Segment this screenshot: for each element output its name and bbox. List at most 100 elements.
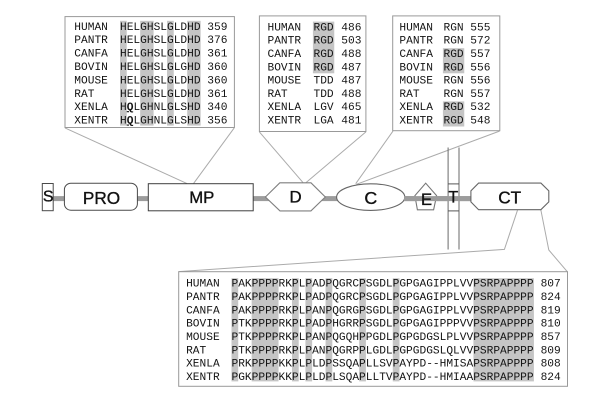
svg-text:XENLA: XENLA (74, 102, 108, 114)
svg-text:T: T (448, 188, 458, 206)
svg-text:MOUSE: MOUSE (74, 75, 108, 87)
svg-text:BOVIN: BOVIN (186, 319, 220, 331)
svg-text:PGKPPPPKKPLPLDPLSQAPLLTVPAYPD-: PGKPPPPKKPLPLDPLSQAPLLTVPAYPD--HMIAAPSRP… (232, 372, 534, 384)
svg-text:XENLA: XENLA (268, 102, 302, 114)
svg-text:487: 487 (341, 62, 361, 74)
svg-text:CANFA: CANFA (268, 49, 302, 61)
svg-text:819: 819 (541, 305, 561, 317)
svg-text:356: 356 (207, 116, 227, 128)
svg-text:TDD: TDD (314, 89, 334, 101)
svg-text:824: 824 (541, 372, 561, 384)
svg-text:810: 810 (541, 319, 561, 331)
svg-text:807: 807 (541, 279, 561, 291)
svg-text:465: 465 (341, 102, 361, 114)
svg-text:BOVIN: BOVIN (74, 62, 108, 74)
svg-text:340: 340 (207, 102, 227, 114)
svg-text:HELGHSLGLDHD: HELGHSLGLDHD (120, 75, 201, 87)
svg-text:RAT: RAT (268, 89, 288, 101)
svg-text:824: 824 (541, 292, 561, 304)
svg-text:PTKPPPPRKPLPANPQGRPPLGDLPGPGDG: PTKPPPPRKPLPANPQGRPPLGDLPGPGDGSLQLVVPSRP… (232, 345, 534, 357)
svg-text:557: 557 (470, 89, 490, 101)
svg-text:376: 376 (207, 35, 227, 47)
svg-text:RGN: RGN (444, 89, 464, 101)
svg-text:HUMAN: HUMAN (74, 22, 108, 34)
svg-text:RGN: RGN (444, 36, 464, 48)
svg-text:XENTR: XENTR (268, 116, 302, 128)
svg-text:RAT: RAT (399, 89, 419, 101)
svg-text:360: 360 (207, 75, 227, 87)
svg-text:PAKPPPPRKPLPADPQGRCPSGDLPGPGAG: PAKPPPPRKPLPADPQGRCPSGDLPGPGAGIPPLVVPSRP… (232, 279, 534, 291)
svg-text:487: 487 (341, 76, 361, 88)
svg-text:555: 555 (470, 22, 490, 34)
svg-text:LGV: LGV (314, 102, 334, 114)
svg-text:RGD: RGD (444, 116, 464, 128)
svg-text:PANTR: PANTR (399, 36, 433, 48)
svg-text:361: 361 (207, 89, 227, 101)
svg-text:548: 548 (470, 116, 490, 128)
svg-text:RGD: RGD (444, 49, 464, 61)
svg-text:PRO: PRO (83, 188, 120, 208)
svg-text:557: 557 (470, 49, 490, 61)
svg-text:RGD: RGD (314, 49, 334, 61)
svg-text:PANTR: PANTR (186, 292, 220, 304)
svg-text:PTKPPPPRKPLPANPQGQHPPGDLPGPGDG: PTKPPPPRKPLPANPQGQHPPGDLPGPGDGSLPLVVPSRP… (232, 332, 534, 344)
svg-text:HELGHSLGLDHD: HELGHSLGLDHD (120, 89, 201, 101)
svg-text:532: 532 (470, 102, 490, 114)
svg-text:488: 488 (341, 89, 361, 101)
svg-text:MOUSE: MOUSE (399, 76, 433, 88)
svg-text:RAT: RAT (74, 89, 94, 101)
svg-text:488: 488 (341, 49, 361, 61)
svg-text:CANFA: CANFA (74, 49, 108, 61)
svg-text:PRKPPPPKKPLPLDPSSQAPLLSVPAYPD-: PRKPPPPKKPLPLDPSSQAPLLSVPAYPD--HMISAPSRP… (232, 359, 534, 371)
svg-text:XENLA: XENLA (399, 102, 433, 114)
svg-text:TDD: TDD (314, 76, 334, 88)
svg-text:556: 556 (470, 76, 490, 88)
svg-text:361: 361 (207, 49, 227, 61)
svg-text:359: 359 (207, 22, 227, 34)
svg-text:MP: MP (189, 188, 214, 207)
svg-text:503: 503 (341, 36, 361, 48)
svg-text:MOUSE: MOUSE (268, 76, 302, 88)
svg-text:486: 486 (341, 22, 361, 34)
svg-text:C: C (364, 188, 377, 208)
svg-text:HUMAN: HUMAN (268, 22, 302, 34)
svg-text:HQLGHNLGLSHD: HQLGHNLGLSHD (120, 116, 201, 128)
svg-text:CT: CT (498, 187, 521, 207)
svg-text:HUMAN: HUMAN (399, 22, 433, 34)
svg-text:RGD: RGD (314, 62, 334, 74)
svg-text:RGD: RGD (444, 62, 464, 74)
svg-text:PANTR: PANTR (74, 35, 108, 47)
svg-text:LGA: LGA (314, 116, 334, 128)
svg-text:CANFA: CANFA (399, 49, 433, 61)
svg-text:572: 572 (470, 36, 490, 48)
svg-text:HELGHSLGLGHD: HELGHSLGLGHD (120, 62, 201, 74)
svg-text:809: 809 (541, 345, 561, 357)
svg-text:RGD: RGD (314, 22, 334, 34)
svg-text:RGD: RGD (444, 102, 464, 114)
svg-text:PTKPPPPRKPLPADPHGRRPSGDLPGPGAG: PTKPPPPRKPLPADPHGRRPSGDLPGPGAGIPPPVVPSRP… (232, 319, 534, 331)
svg-text:BOVIN: BOVIN (399, 62, 433, 74)
svg-text:PAKPPPPRKPLPADPQGRCPSGDLPGPGAG: PAKPPPPRKPLPADPQGRCPSGDLPGPGAGIPPLVVPSRP… (232, 292, 534, 304)
svg-text:HELGHSLGLDHD: HELGHSLGLDHD (120, 35, 201, 47)
svg-text:XENLA: XENLA (186, 359, 220, 371)
svg-text:D: D (289, 187, 301, 206)
svg-text:360: 360 (207, 62, 227, 74)
svg-text:808: 808 (541, 359, 561, 371)
svg-text:556: 556 (470, 62, 490, 74)
svg-text:XENTR: XENTR (399, 116, 433, 128)
svg-text:HUMAN: HUMAN (186, 279, 220, 291)
svg-text:CANFA: CANFA (186, 305, 220, 317)
svg-text:XENTR: XENTR (74, 116, 108, 128)
svg-text:PAKPPPPRKPLPANPQGRGPSGDLPGPGAG: PAKPPPPRKPLPANPQGRGPSGDLPGPGAGIPPLVVPSRP… (232, 305, 534, 317)
svg-text:E: E (421, 190, 432, 209)
svg-text:MOUSE: MOUSE (186, 332, 220, 344)
svg-text:HELGHSLGLDHD: HELGHSLGLDHD (120, 49, 201, 61)
svg-text:RGN: RGN (444, 76, 464, 88)
svg-text:BOVIN: BOVIN (268, 62, 302, 74)
svg-text:481: 481 (341, 116, 361, 128)
svg-text:S: S (43, 189, 54, 206)
svg-text:RAT: RAT (186, 345, 206, 357)
svg-text:857: 857 (541, 332, 561, 344)
svg-text:HELGHSLGLDHD: HELGHSLGLDHD (120, 22, 201, 34)
svg-text:RGN: RGN (444, 22, 464, 34)
